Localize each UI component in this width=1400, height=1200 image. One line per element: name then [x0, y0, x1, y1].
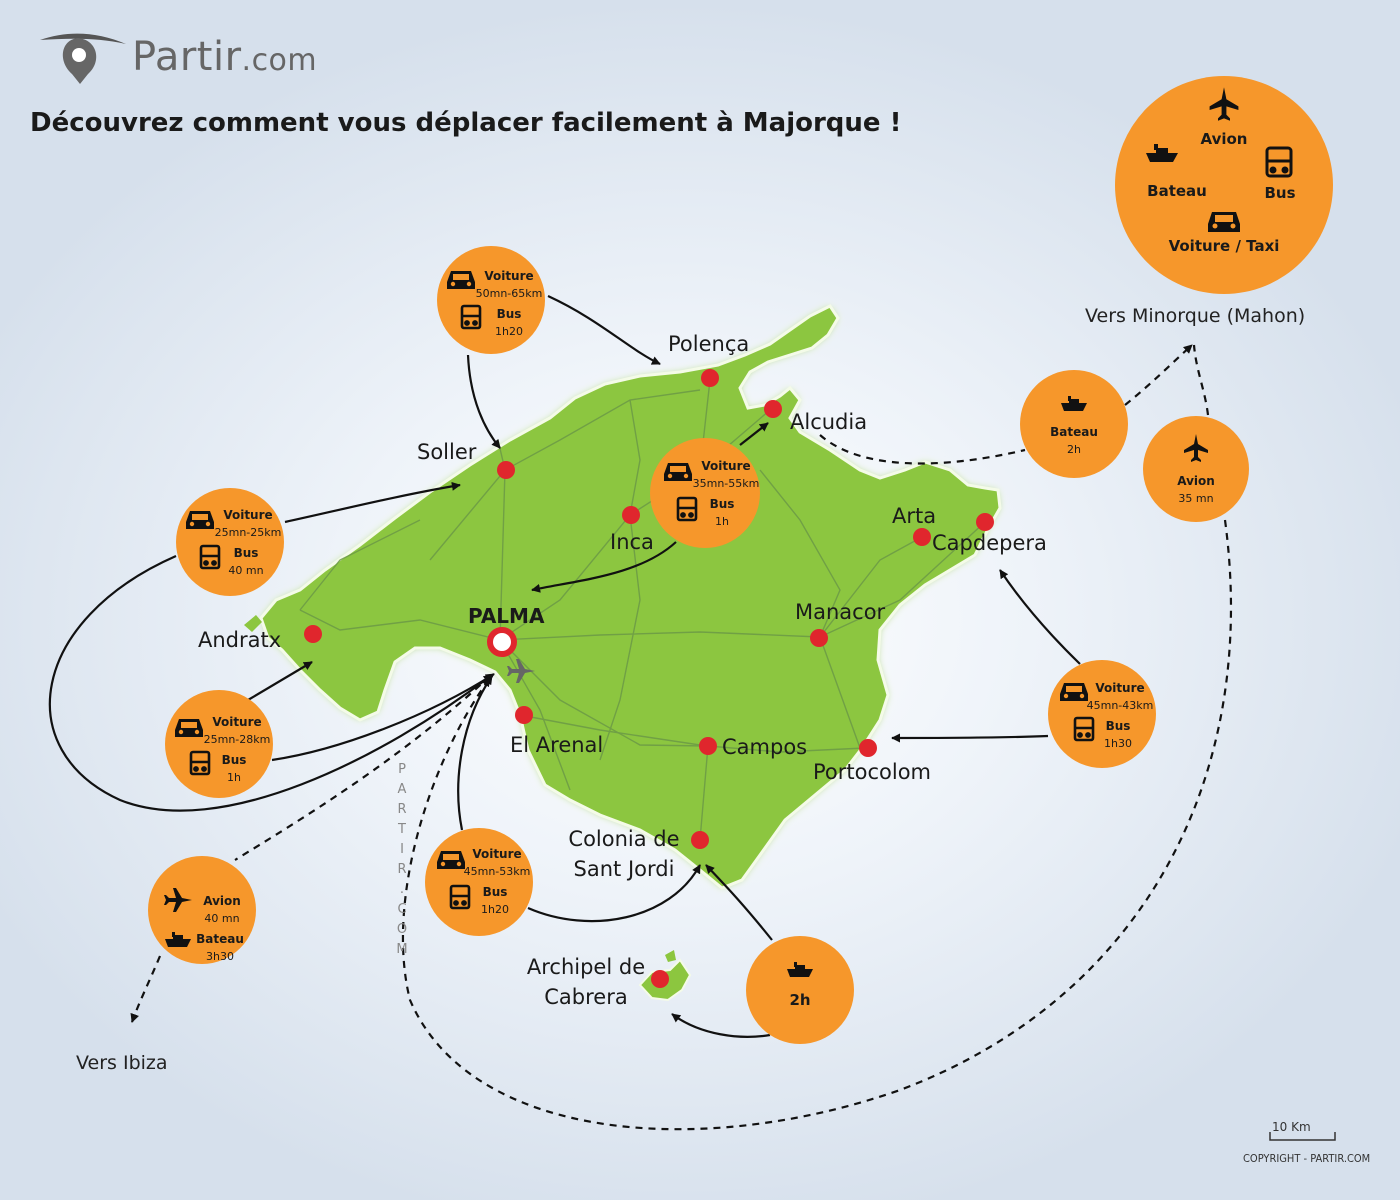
legend-bus: Bus	[1264, 184, 1296, 202]
plane-icon	[1184, 434, 1208, 462]
page-title: Découvrez comment vous déplacer facileme…	[30, 108, 902, 138]
scale-label: 10 Km	[1272, 1120, 1311, 1134]
city-palma: PALMA	[468, 604, 545, 628]
city-dots	[304, 369, 994, 988]
palma-marker	[487, 627, 517, 657]
city-el-arenal: El Arenal	[510, 733, 604, 757]
plane-icon	[164, 888, 192, 912]
car-icon	[437, 851, 465, 869]
city-capdepera: Capdepera	[932, 531, 1047, 555]
city-polenca: Polença	[668, 332, 750, 356]
copyright: COPYRIGHT - PARTIR.COM	[1243, 1152, 1371, 1165]
route-circle-cabrera-boat[interactable]: 2h	[746, 936, 854, 1044]
bus-icon	[1265, 146, 1293, 178]
ship-icon	[1146, 144, 1178, 162]
bus-icon	[449, 884, 471, 910]
car-icon	[1060, 683, 1088, 701]
city-arta: Arta	[892, 504, 937, 528]
city-soller: Soller	[417, 440, 477, 464]
bus-icon	[199, 544, 221, 570]
mallorca-island	[259, 304, 1002, 890]
legend-circle: Avion Bateau Bus Voiture / Taxi	[1115, 76, 1333, 294]
city-inca: Inca	[610, 530, 654, 554]
dashed-routes	[130, 344, 1233, 1131]
legend-voiture: Voiture / Taxi	[1168, 237, 1280, 255]
bus-icon	[1073, 716, 1095, 742]
airport-plane-icon	[507, 659, 535, 683]
dest-minorque: Vers Minorque (Mahon)	[1085, 305, 1306, 327]
partir-logo[interactable]: Partir.com	[38, 28, 358, 88]
bus-icon	[460, 304, 482, 330]
ship-icon	[165, 932, 191, 947]
ship-icon	[1061, 396, 1087, 411]
city-campos: Campos	[722, 735, 808, 759]
car-icon	[175, 719, 203, 737]
cabrera-islet	[665, 950, 676, 962]
scale-bar	[1269, 1132, 1336, 1141]
route-lines	[48, 295, 1081, 1038]
bus-icon	[189, 750, 211, 776]
city-alcudia: Alcudia	[790, 410, 868, 434]
car-icon	[186, 511, 214, 529]
car-icon	[447, 271, 475, 289]
city-portocolom: Portocolom	[813, 760, 932, 784]
ship-icon	[787, 962, 813, 977]
logo-text: Partir.com	[132, 34, 318, 80]
dragonera-islet	[244, 615, 262, 632]
legend-bateau: Bateau	[1147, 182, 1207, 200]
legend-avion: Avion	[1200, 130, 1248, 148]
city-andratx: Andratx	[198, 628, 282, 652]
logo-pin-icon	[40, 33, 126, 84]
city-manacor: Manacor	[795, 600, 886, 624]
car-icon	[1208, 212, 1240, 232]
plane-icon	[1209, 87, 1239, 121]
bus-icon	[676, 496, 698, 522]
dest-ibiza: Vers Ibiza	[76, 1052, 168, 1074]
car-icon	[664, 463, 692, 481]
